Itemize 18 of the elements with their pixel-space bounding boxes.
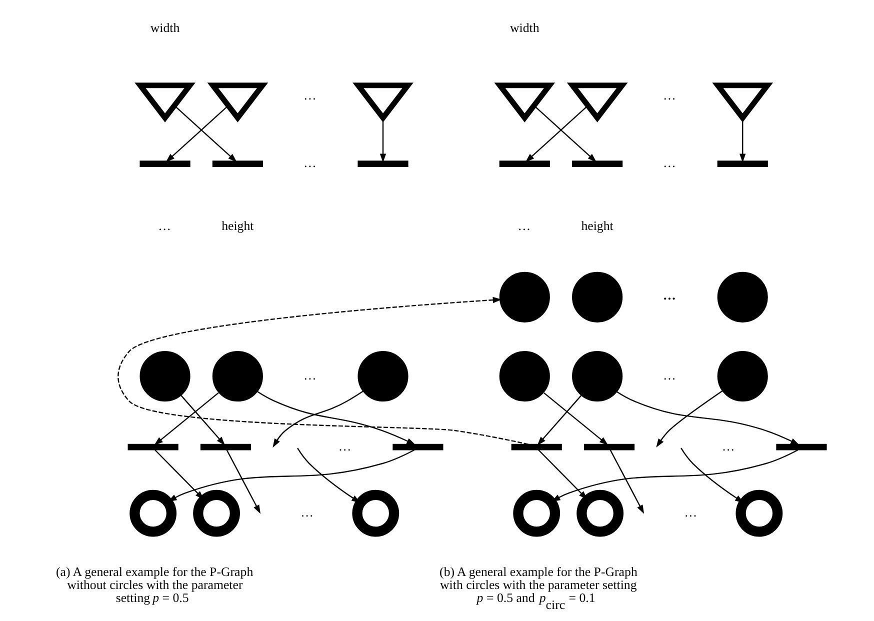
label: … [338,439,351,454]
label: … [662,156,676,170]
label: … [684,506,697,520]
label: … [662,88,676,103]
label: … [302,368,316,383]
label: … [302,156,316,170]
label: … [302,88,316,103]
label: … [300,506,314,520]
label: height [580,218,613,233]
label: … [158,218,170,233]
label: width [509,21,539,35]
label: … [721,439,734,454]
label: (a) A general example for the P-Graph without circles with the parameter setting p = 0.5 [56,565,253,605]
label: … [662,288,676,303]
label: width [150,21,180,35]
label: … [517,218,530,233]
label: … [662,368,676,383]
label: height [221,218,254,233]
